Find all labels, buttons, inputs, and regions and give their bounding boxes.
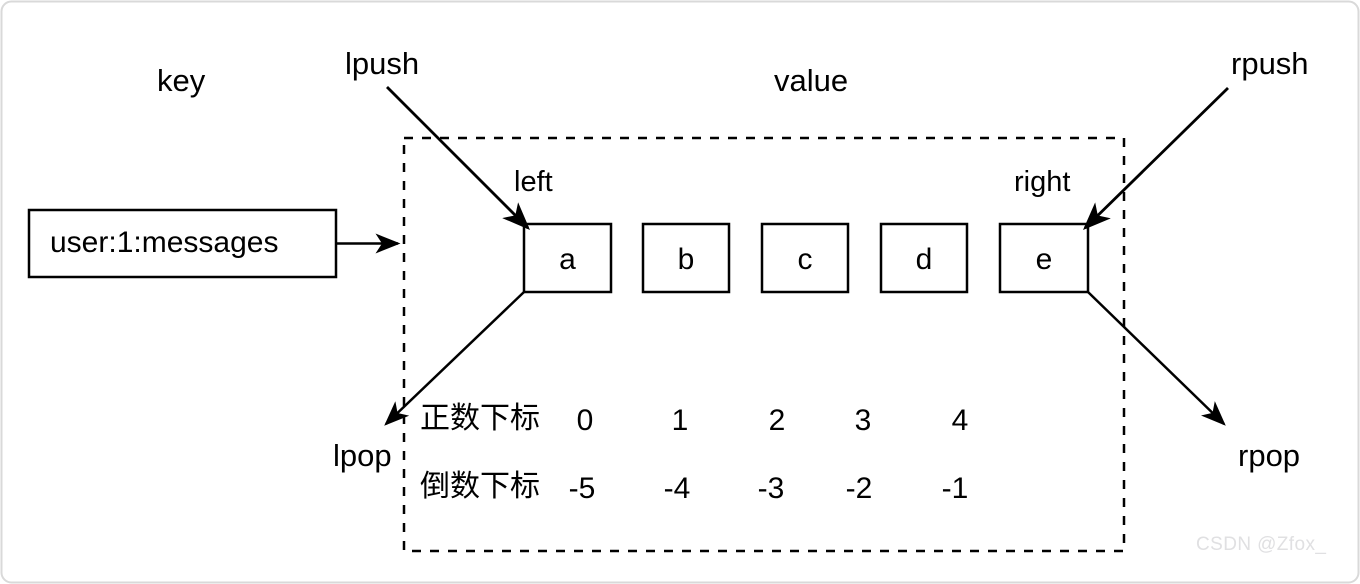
- negative-index-value-1: -4: [663, 472, 691, 505]
- list-cell-box-2: [760, 222, 850, 294]
- rpush-arrow: [1082, 86, 1229, 230]
- list-cell-label-2: c: [797, 243, 813, 276]
- negative-index-row-name: 倒数下标: [420, 470, 540, 503]
- positive-index-value-1: 1: [671, 404, 689, 437]
- csdn-watermark: CSDN @Zfox_: [1196, 534, 1327, 555]
- label-lpop: lpop: [333, 438, 392, 473]
- label-rpush: rpush: [1231, 46, 1309, 81]
- positive-index-row-name: 正数下标: [420, 402, 540, 435]
- label-key: key: [157, 63, 206, 98]
- label-right: right: [1014, 166, 1071, 198]
- key-box-label: user:1:messages: [50, 226, 279, 259]
- list-cell-box-3: [879, 222, 969, 294]
- label-lpush: lpush: [345, 46, 420, 81]
- positive-index-value-0: 0: [576, 404, 594, 437]
- list-cell-label-0: a: [559, 243, 576, 276]
- list-cell-label-1: b: [677, 243, 695, 276]
- label-value: value: [774, 63, 849, 98]
- negative-index-value-2: -3: [757, 472, 785, 505]
- rpop-arrow: [1087, 291, 1226, 426]
- list-cell-box-1: [641, 222, 731, 294]
- positive-index-value-3: 3: [854, 404, 872, 437]
- label-rpop: rpop: [1238, 438, 1301, 473]
- negative-index-value-0: -5: [568, 472, 596, 505]
- list-cell-box-0: [522, 222, 613, 294]
- label-left: left: [514, 166, 553, 198]
- list-cell-label-3: d: [915, 243, 933, 276]
- negative-index-value-4: -1: [941, 472, 969, 505]
- lpush-arrow: [386, 86, 530, 230]
- list-cell-label-4: e: [1035, 243, 1053, 276]
- positive-index-value-2: 2: [768, 404, 786, 437]
- key-box: [27, 208, 338, 279]
- list-cell-box-4: [998, 222, 1090, 294]
- value-dashed-container: [402, 136, 1126, 553]
- positive-index-value-4: 4: [951, 404, 969, 437]
- lpop-arrow: [384, 291, 525, 426]
- negative-index-value-3: -2: [845, 472, 873, 505]
